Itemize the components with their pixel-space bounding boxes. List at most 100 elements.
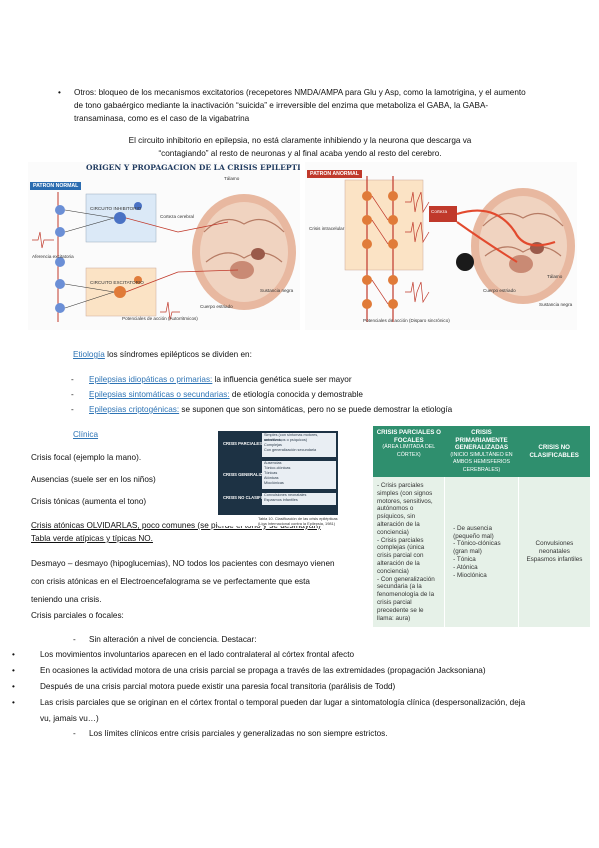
link-epilepsias-criptogenicas[interactable]: Epilepsias criptogénicas:: [89, 405, 180, 414]
green-classification-table: CRISIS PARCIALES O FOCALES (ÁREA LIMITAD…: [373, 426, 590, 628]
figure-abnormal-pattern: PATRON ANORMAL Corteza Crisis intracelul…: [305, 162, 577, 330]
bullet-text: vu, jamais vu…): [40, 714, 99, 723]
bullet-dot: •: [12, 666, 15, 675]
cell-item: - Con generalización secundaria (a la fe…: [377, 575, 435, 622]
bullet-text: Las crisis parciales que se originan en …: [40, 698, 526, 707]
clinica-tabla-verde: Tabla verde atípicas y típicas NO.: [31, 534, 153, 543]
label-potenciales-right: Potenciales de acción (Disparo sincrónic…: [363, 318, 450, 323]
figure-normal-pattern: ORIGEN Y PROPAGACION DE LA CRISIS EPILEP…: [28, 162, 300, 330]
list-dash: -: [73, 635, 76, 644]
mini-table-row: CRISIS PARCIALES Simples (con síntomas m…: [218, 431, 338, 459]
circuit-note: El circuito inhibitorio en epilepsia, no…: [60, 134, 540, 160]
desmayo-line: Desmayo – desmayo (hipoglucemias), NO to…: [31, 559, 335, 568]
cell-item: - Crisis parciales complejas (única cris…: [377, 536, 425, 575]
bullet-text: En ocasiones la actividad motora de una …: [40, 666, 486, 675]
list-dash: -: [73, 729, 76, 738]
bullet-dot: •: [12, 682, 15, 691]
intro-line-3: transaminasa, como es el caso de la viga…: [74, 114, 250, 123]
etiologia-desc: la influencia genética suele ser mayor: [212, 375, 352, 384]
label-crisis-intracelular: Crisis intracelular: [309, 226, 345, 231]
mini-val: Tónico-clónicas: [264, 466, 291, 470]
cell-item: - Tónico-clónicas (gran mal): [453, 540, 501, 556]
mini-row-label: CRISIS PARCIALES: [223, 441, 263, 446]
label-potenciales: Potenciales de acción (Autorritmicos): [122, 316, 198, 321]
intro-line-1: Otros: bloqueo de los mecanismos excitat…: [74, 88, 526, 97]
normal-circuit-diagram: [32, 192, 296, 322]
mini-val: Atónicas: [264, 476, 279, 480]
desmayo-line: con crisis atónicas en el Electroencefal…: [31, 577, 310, 586]
clinica-line: Crisis tónicas (aumenta el tono): [31, 497, 147, 506]
link-epilepsias-sintomaticas[interactable]: Epilepsias sintomáticas o secundarias:: [89, 390, 230, 399]
mini-val: Espasmos infantiles: [264, 498, 298, 502]
parciales-final-item: - Los límites clínicos entre crisis parc…: [73, 727, 388, 740]
label-corteza-right: Corteza: [431, 209, 448, 214]
label-corteza: Corteza cerebral: [160, 214, 194, 219]
etiologia-intro-text: los síndromes epilépticos se dividen en:: [104, 350, 252, 359]
mini-table-row: CRISIS GENERALIZADAS Ausencias Tónico-cl…: [218, 459, 338, 491]
mini-row-values: Convulsiones neonatales Espasmos infanti…: [262, 493, 336, 505]
col-generalizadas-cell: - De ausencia (pequeño mal) - Tónico-cló…: [444, 477, 519, 628]
mini-val: Complejas: [264, 443, 282, 447]
mini-val: Simples (con síntomas motores, sensitivo…: [264, 433, 319, 442]
clinica-line: Crisis focal (ejemplo la mano).: [31, 453, 142, 462]
mini-val: Con generalización secundaria: [264, 448, 317, 452]
cell-item: Convulsiones neonatales: [535, 540, 574, 556]
col-no-clasificables-cell: Convulsiones neonatales Espasmos infanti…: [518, 477, 590, 628]
parciales-bullet: • Los movimientos involuntarios aparecen…: [12, 648, 592, 664]
cell-item: Espasmos infantiles: [526, 556, 583, 564]
cell-item: - Mioclónica: [453, 571, 487, 579]
circuit-note-line-2: “contagiando” al resto de neuronas y al …: [158, 149, 442, 158]
parciales-bullet: • En ocasiones la actividad motora de un…: [12, 664, 592, 680]
col-parciales-cell: - Crisis parciales simples (con signos m…: [373, 477, 446, 628]
header-title: CRISIS NO CLASIFICABLES: [529, 444, 579, 459]
mini-row-label: CRISIS GENERALIZADAS: [223, 472, 275, 477]
bullet-dot: •: [12, 698, 15, 707]
header-sub: (INICIO SIMULTÁNEO EN AMBOS HEMISFERIOS …: [450, 451, 513, 473]
circuit-note-line-1: El circuito inhibitorio en epilepsia, no…: [128, 136, 472, 145]
mini-table-row: CRISIS NO CLASIFICADAS Convulsiones neon…: [218, 491, 338, 515]
desmayo-paragraph: Desmayo – desmayo (hipoglucemias), NO to…: [31, 557, 371, 606]
mini-val: autonómicos o psíquicos): [264, 438, 308, 442]
col-header-no-clasificables: CRISIS NO CLASIFICABLES: [518, 426, 590, 477]
header-title: CRISIS PARCIALES O FOCALES: [376, 429, 441, 444]
parciales-final-text: Los límites clínicos entre crisis parcia…: [89, 729, 388, 738]
mini-table-caption: Tabla 10. Clasificación de las crisis ep…: [218, 516, 338, 526]
cell-item: - De ausencia (pequeño mal): [453, 524, 494, 540]
clinica-line: Ausencias (suele ser en los niños): [31, 475, 156, 484]
cell-item: - Atónica: [453, 563, 478, 571]
etiologia-heading[interactable]: Etiología: [73, 350, 105, 359]
etiologia-intro: Etiología los síndromes epilépticos se d…: [73, 348, 252, 361]
intro-paragraph: Otros: bloqueo de los mecanismos excitat…: [74, 86, 574, 125]
abnormal-circuit-diagram: [344, 176, 575, 322]
parciales-heading: Crisis parciales o focales:: [31, 611, 124, 620]
label-talamo-right: Tálamo: [547, 274, 563, 279]
label-cuerpo-estriado: Cuerpo estriado: [200, 304, 233, 309]
mini-caption-line: Tabla 10. Clasificación de las crisis ep…: [258, 516, 338, 521]
patron-anormal-badge: PATRON ANORMAL: [307, 170, 362, 178]
label-cuerpo-estriado-right: Cuerpo estriado: [483, 288, 516, 293]
cell-item: - Crisis parciales simples (con signos m…: [377, 482, 433, 536]
clinica-heading[interactable]: Clínica: [73, 430, 99, 439]
label-talamo: Tálamo: [224, 176, 240, 181]
col-header-generalizadas: CRISIS PRIMARIAMENTE GENERALIZADAS (INIC…: [444, 426, 519, 477]
label-aferencia: Aferencia excitatoria: [32, 254, 74, 259]
mini-row-label: CRISIS NO CLASIFICADAS: [223, 495, 277, 500]
etiologia-item: - Epilepsias criptogénicas: se suponen q…: [71, 403, 452, 418]
bullet-dot: •: [12, 650, 15, 659]
mini-val: Tónicas: [264, 471, 278, 475]
etiologia-list: - Epilepsias idiopáticas o primarias: la…: [71, 373, 452, 418]
bullet-text: Después de una crisis parcial motora pue…: [40, 682, 396, 691]
patron-normal-badge: PATRON NORMAL: [30, 182, 82, 190]
list-dash: -: [71, 390, 74, 399]
parciales-bullet-list: • Los movimientos involuntarios aparecen…: [12, 648, 592, 728]
parciales-sub-text: Sin alteración a nivel de conciencia. De…: [89, 635, 257, 644]
label-sustancia-negra-right: Sustancia negra: [539, 302, 573, 307]
list-dash: -: [71, 375, 74, 384]
cell-item: - Tónica: [453, 556, 476, 564]
etiologia-desc: se suponen que son sintomáticas, pero no…: [179, 405, 453, 414]
parciales-bullet: • Las crisis parciales que se originan e…: [12, 696, 592, 712]
etiologia-desc: de etiología conocida y demostrable: [229, 390, 363, 399]
bullet-text: Los movimientos involuntarios aparecen e…: [40, 650, 355, 659]
link-epilepsias-idiopaticas[interactable]: Epilepsias idiopáticas o primarias:: [89, 375, 213, 384]
etiologia-item: - Epilepsias idiopáticas o primarias: la…: [71, 373, 352, 388]
